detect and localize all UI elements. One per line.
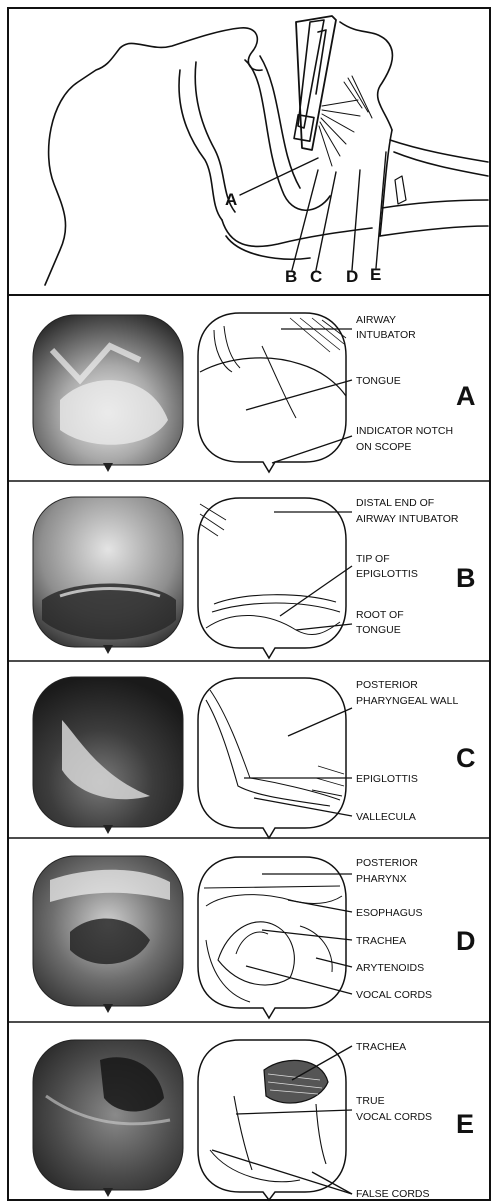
label-pharyngeal-wall: PHARYNGEAL WALL — [356, 695, 458, 707]
endoscopic-photo-a — [33, 315, 183, 472]
label-vocal-cords: VOCAL CORDS — [356, 1111, 432, 1123]
pointer-tip-epiglottis — [280, 566, 352, 616]
label-tongue: TONGUE — [356, 624, 401, 636]
label-arytenoids: ARYTENOIDS — [356, 962, 424, 974]
label-on-scope: ON SCOPE — [356, 441, 411, 453]
label-root-of: ROOT OF — [356, 609, 404, 621]
pointer-false-cords — [212, 1150, 352, 1194]
pointer-root-tongue — [296, 624, 352, 630]
header-label-c: C — [310, 267, 322, 286]
pointer-posterior-pharyngeal-wall — [288, 708, 352, 736]
label-distal-end-of: DISTAL END OF — [356, 497, 434, 509]
pointer-tongue — [246, 380, 352, 410]
endoscopic-photo-b — [33, 497, 183, 654]
label-tongue: TONGUE — [356, 375, 401, 387]
endoscopic-photo-d — [33, 856, 183, 1013]
pointer-true-vocal-cords — [236, 1110, 352, 1114]
pointer-vocal-cords — [246, 966, 352, 994]
label-posterior: POSTERIOR — [356, 679, 418, 691]
label-trachea: TRACHEA — [356, 1041, 406, 1053]
header-label-b: B — [285, 267, 297, 286]
header-label-d: D — [346, 267, 358, 286]
label-false-cords: FALSE CORDS — [356, 1188, 430, 1200]
label-airway: AIRWAY — [356, 314, 396, 326]
endoscopic-photo-c — [33, 677, 183, 834]
panel-a: AIRWAY INTUBATOR TONGUE INDICATOR NOTCH … — [33, 313, 476, 472]
pointer-trachea — [262, 930, 352, 940]
label-epiglottis: EPIGLOTTIS — [356, 773, 418, 785]
label-epiglottis: EPIGLOTTIS — [356, 568, 418, 580]
sketch-view-b — [198, 498, 346, 658]
panel-e: TRACHEA TRUE VOCAL CORDS FALSE CORDS E — [33, 1040, 474, 1200]
panel-c: POSTERIOR PHARYNGEAL WALL EPIGLOTTIS VAL… — [33, 677, 476, 838]
label-esophagus: ESOPHAGUS — [356, 907, 423, 919]
panel-d: POSTERIOR PHARYNX ESOPHAGUS TRACHEA ARYT… — [33, 856, 476, 1018]
label-airway-intubator: AIRWAY INTUBATOR — [356, 513, 459, 525]
label-vallecula: VALLECULA — [356, 811, 416, 823]
label-intubator: INTUBATOR — [356, 329, 416, 341]
sagittal-head-illustration — [45, 16, 488, 285]
panel-letter-e: E — [456, 1109, 474, 1139]
panel-letter-d: D — [456, 926, 476, 956]
panel-letter-c: C — [456, 743, 476, 773]
pointer-vallecula — [254, 798, 352, 816]
sketch-view-e — [198, 1040, 346, 1200]
header-label-a: A — [225, 190, 237, 209]
header-label-e: E — [370, 265, 381, 284]
panel-letter-b: B — [456, 563, 476, 593]
label-trachea: TRACHEA — [356, 935, 406, 947]
label-indicator-notch: INDICATOR NOTCH — [356, 425, 453, 437]
label-vocal-cords: VOCAL CORDS — [356, 989, 432, 1001]
label-true: TRUE — [356, 1095, 385, 1107]
label-posterior: POSTERIOR — [356, 857, 418, 869]
panel-letter-a: A — [456, 381, 476, 411]
panel-b: DISTAL END OF AIRWAY INTUBATOR TIP OF EP… — [33, 497, 476, 658]
label-tip-of: TIP OF — [356, 553, 390, 565]
label-pharynx: PHARYNX — [356, 873, 407, 885]
pointer-indicator-notch — [272, 436, 352, 463]
sketch-view-c — [198, 678, 346, 838]
sketch-view-a — [198, 313, 346, 472]
pointer-esophagus — [288, 900, 352, 912]
endoscopic-photo-e — [33, 1040, 183, 1197]
